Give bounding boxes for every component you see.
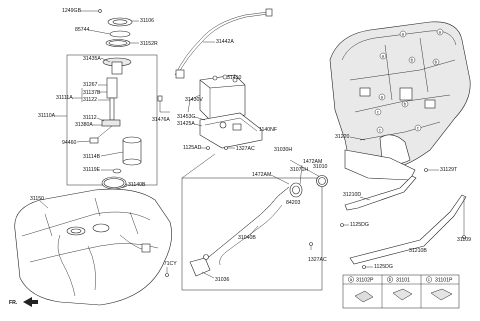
callout-marker: b	[408, 56, 416, 64]
fuel-pump-group	[66, 9, 158, 190]
pump-labels: 1249GB 31106 85744 31152R 31435A 31267 3…	[38, 8, 158, 188]
label-31476A: 31476A	[152, 117, 170, 123]
legend-table: a 31102P b 31101 c 31101P	[342, 274, 460, 309]
tank-labels: 31150	[30, 196, 49, 209]
label-1472AM-b: 1472AM	[252, 172, 271, 178]
svg-text:a: a	[350, 277, 353, 282]
legend-cell-b: b 31101	[386, 276, 413, 301]
label-31129T: 31129T	[440, 167, 458, 173]
callout-marker: c	[376, 126, 384, 134]
callout-marker: b	[432, 58, 440, 66]
label-1471CY: 1471CY	[158, 261, 177, 267]
strap-labels: 31210D 1125DG 31210B 1125DG 31109	[340, 192, 471, 270]
svg-text:b: b	[411, 57, 414, 62]
label-31210B: 31210B	[409, 248, 427, 254]
label-1140NF: 1140NF	[259, 127, 277, 133]
label-31122: 31122	[83, 97, 97, 103]
heat-shield	[329, 21, 471, 181]
label-31111A: 31111A	[56, 95, 73, 101]
label-1327AC-b: 1327AC	[308, 257, 327, 263]
label-84203: 84203	[286, 200, 301, 206]
label-31410: 31410	[227, 75, 242, 81]
tank-straps	[344, 175, 467, 265]
legend-part-31101P: 31101P	[435, 278, 453, 284]
callout-markers: a a a a b b b c c c	[374, 28, 444, 134]
label-31010: 31010	[313, 164, 328, 170]
svg-text:b: b	[435, 59, 438, 64]
canister-labels: 31442A 31410 31430V 31476A 31453G 31425A…	[152, 39, 277, 152]
callout-marker: c	[374, 108, 382, 116]
label-31137B: 31137B	[83, 90, 101, 96]
label-31106: 31106	[140, 18, 154, 24]
label-1327AC-a: 1327AC	[236, 146, 255, 152]
label-94460: 94460	[62, 140, 77, 146]
label-31110A: 31110A	[38, 113, 56, 119]
svg-text:b: b	[389, 277, 392, 282]
shield-labels: 31220 31129T	[335, 134, 458, 173]
svg-text:a: a	[402, 31, 405, 36]
callout-marker: a	[399, 30, 407, 38]
label-1472AM-a: 1472AM	[303, 159, 322, 165]
label-31030H: 31030H	[274, 147, 292, 153]
label-31453G: 31453G	[177, 114, 195, 120]
fuel-tank	[14, 188, 172, 306]
legend-cell-a: a 31102P	[347, 276, 374, 303]
label-31140B: 31140B	[128, 182, 146, 188]
label-1249GB: 1249GB	[62, 8, 82, 14]
canister-group	[157, 8, 273, 149]
label-31425A: 31425A	[177, 121, 195, 127]
callout-marker: a	[379, 52, 387, 60]
label-85744: 85744	[75, 27, 90, 33]
pad-icon	[392, 288, 413, 301]
label-31210D: 31210D	[343, 192, 361, 198]
callout-marker: a	[378, 93, 386, 101]
svg-text:b: b	[404, 101, 407, 106]
label-fr: FR.	[9, 300, 18, 306]
label-1125AD: 1125AD	[183, 145, 202, 151]
label-31036: 31036	[215, 277, 230, 283]
label-31267: 31267	[83, 82, 98, 88]
filler-group	[181, 153, 328, 291]
callout-marker: c	[414, 124, 422, 132]
svg-text:c: c	[417, 125, 419, 130]
svg-text:c: c	[379, 127, 381, 132]
label-31112: 31112	[83, 115, 97, 121]
label-31435A: 31435A	[83, 56, 101, 62]
label-31114B: 31114B	[83, 154, 101, 160]
pad-icon	[430, 288, 453, 301]
callout-marker: b	[401, 100, 409, 108]
svg-text:a: a	[381, 94, 384, 99]
label-31040B: 31040B	[238, 235, 256, 241]
legend-cell-c: c 31101P	[425, 276, 453, 301]
front-arrow: FR.	[9, 297, 38, 307]
label-1125DG-a: 1125DG	[350, 222, 369, 228]
legend-part-31101: 31101	[396, 278, 410, 284]
label-1125DG-b: 1125DG	[374, 264, 393, 270]
label-31150: 31150	[30, 196, 44, 202]
label-31380A: 31380A	[75, 122, 93, 128]
filler-labels: 31030H 1472AM 31071H 1472AM 31010 84203 …	[158, 147, 328, 283]
label-31430V: 31430V	[185, 97, 203, 103]
svg-text:c: c	[428, 277, 430, 282]
grommet-icon	[354, 290, 374, 303]
label-31220: 31220	[335, 134, 350, 140]
label-31152R: 31152R	[140, 41, 158, 47]
label-31119E: 31119E	[83, 167, 101, 173]
arrow-icon	[23, 297, 38, 307]
label-31071H: 31071H	[290, 167, 308, 173]
label-31442A: 31442A	[216, 39, 234, 45]
svg-text:c: c	[377, 109, 379, 114]
label-31109: 31109	[457, 237, 471, 243]
legend-part-31102P: 31102P	[356, 278, 374, 284]
svg-text:a: a	[439, 29, 442, 34]
callout-marker: a	[436, 28, 444, 36]
svg-text:a: a	[382, 53, 385, 58]
